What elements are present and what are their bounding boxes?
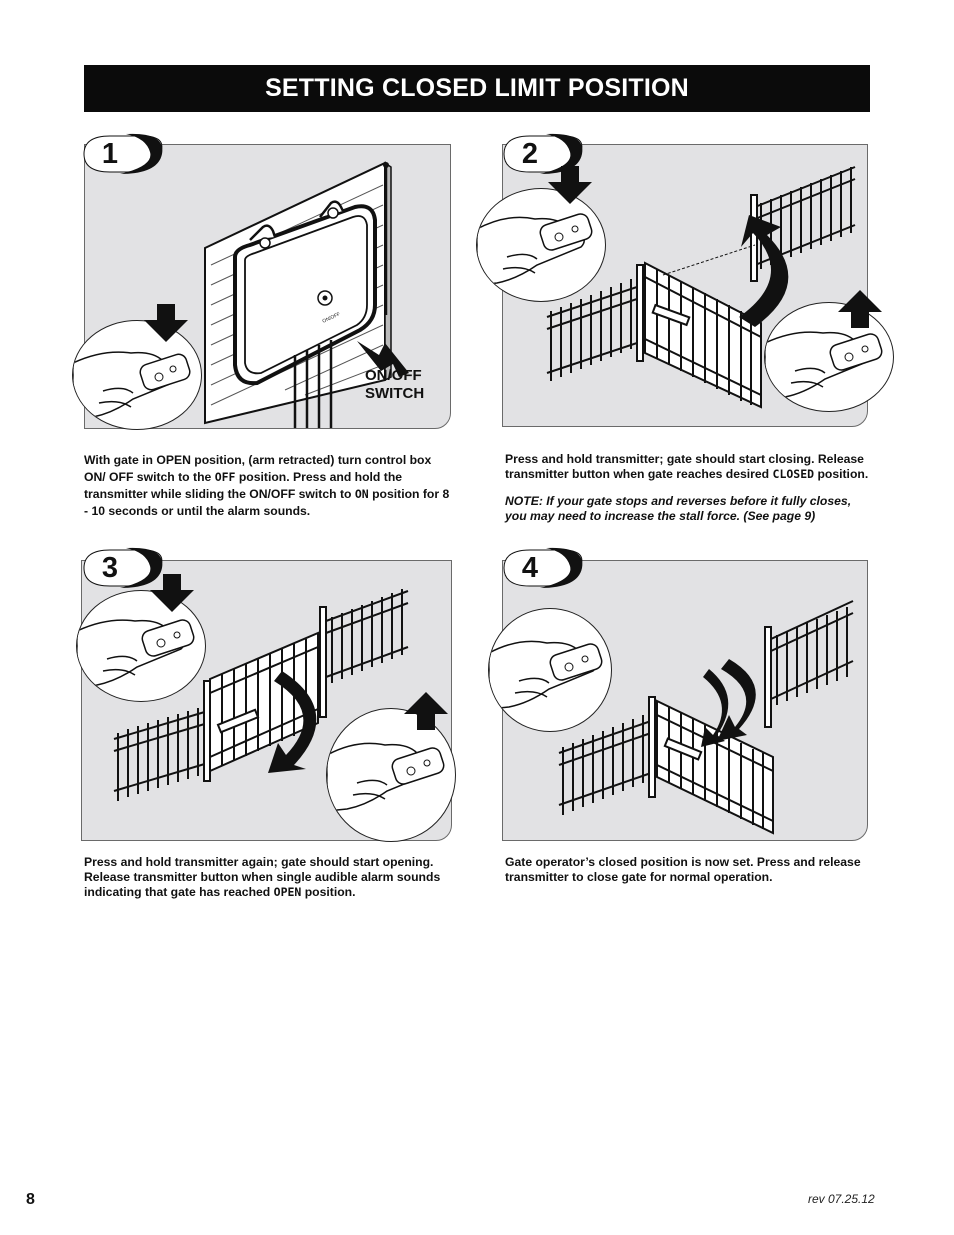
step-2-caption: Press and hold transmitter; gate should …: [505, 452, 873, 524]
step-number: 3: [101, 552, 119, 584]
step-4-panel: [502, 560, 868, 841]
gate-normal-operation-illustration: [558, 600, 854, 835]
step-badge-swoosh-icon: [503, 547, 583, 588]
step-2-note: NOTE: If your gate stops and reverses be…: [505, 494, 852, 523]
step-number: 1: [101, 138, 119, 170]
step-2-transmitter-bubble-left: [476, 188, 606, 302]
hand-transmitter-icon: [327, 742, 445, 812]
step-3-badge: 3: [80, 544, 170, 592]
fence-near-icon: [546, 264, 644, 381]
release-up-arrow-icon: [838, 290, 882, 328]
fence-far-icon: [750, 166, 856, 282]
gate-opening-illustration: [113, 589, 409, 801]
step-4-badge: 4: [500, 544, 590, 592]
press-down-arrow-icon: [144, 304, 188, 342]
on-off-switch-label: ON/OFF SWITCH: [365, 367, 424, 403]
revision-date: rev 07.25.12: [808, 1192, 875, 1206]
release-up-arrow-icon: [404, 692, 448, 730]
step-1-transmitter-bubble: [72, 320, 202, 430]
gate-closing-illustration: [546, 166, 856, 409]
gate-panel-icon: [644, 261, 762, 409]
fence-right-icon: [764, 600, 854, 728]
hand-transmitter-icon: [73, 351, 191, 420]
hand-transmitter-icon: [77, 619, 195, 688]
step-1-caption: With gate in OPEN position, (arm retract…: [84, 453, 450, 518]
step-number: 2: [521, 138, 539, 170]
hand-transmitter-icon: [765, 331, 883, 400]
step-2-transmitter-bubble-right: [764, 302, 894, 412]
control-box-icon: [233, 200, 377, 386]
gate-panel-icon: [656, 699, 774, 835]
step-4-caption: Gate operator’s closed position is now s…: [505, 855, 861, 884]
step-1-panel: ON/OFF SWITCH ON/OFF: [84, 144, 451, 429]
step-badge-swoosh-icon: [503, 133, 583, 174]
step-number: 4: [521, 552, 539, 584]
fence-right-icon: [319, 589, 409, 718]
press-down-arrow-icon: [150, 574, 194, 612]
fence-left-icon: [558, 696, 656, 815]
step-3-transmitter-bubble-right: [326, 708, 456, 842]
page-title: SETTING CLOSED LIMIT POSITION: [84, 65, 870, 112]
step-3-transmitter-bubble-left: [76, 590, 206, 702]
switch-pointer-arrow-icon: [357, 341, 409, 377]
press-down-arrow-icon: [548, 166, 592, 204]
gate-panel-icon: [209, 631, 319, 773]
step-3-caption: Press and hold transmitter again; gate s…: [84, 855, 441, 899]
hand-transmitter-icon: [477, 213, 593, 286]
switch-label-line-2: SWITCH: [365, 385, 425, 402]
page-number: 8: [26, 1191, 35, 1208]
open-arrow-icon: [717, 659, 756, 741]
hand-transmitter-icon: [489, 640, 603, 710]
step-badge-swoosh-icon: [83, 547, 163, 588]
step-1-badge: 1: [80, 130, 170, 178]
step-badge-swoosh-icon: [83, 133, 163, 174]
close-direction-arrow-icon: [739, 215, 789, 327]
control-box-illustration: [204, 161, 409, 428]
switch-label-line-1: ON/OFF: [365, 367, 422, 384]
open-direction-arrow-icon: [268, 671, 317, 773]
step-2-badge: 2: [500, 130, 590, 178]
step-4-transmitter-bubble: [488, 608, 612, 732]
close-arrow-icon: [701, 669, 729, 747]
